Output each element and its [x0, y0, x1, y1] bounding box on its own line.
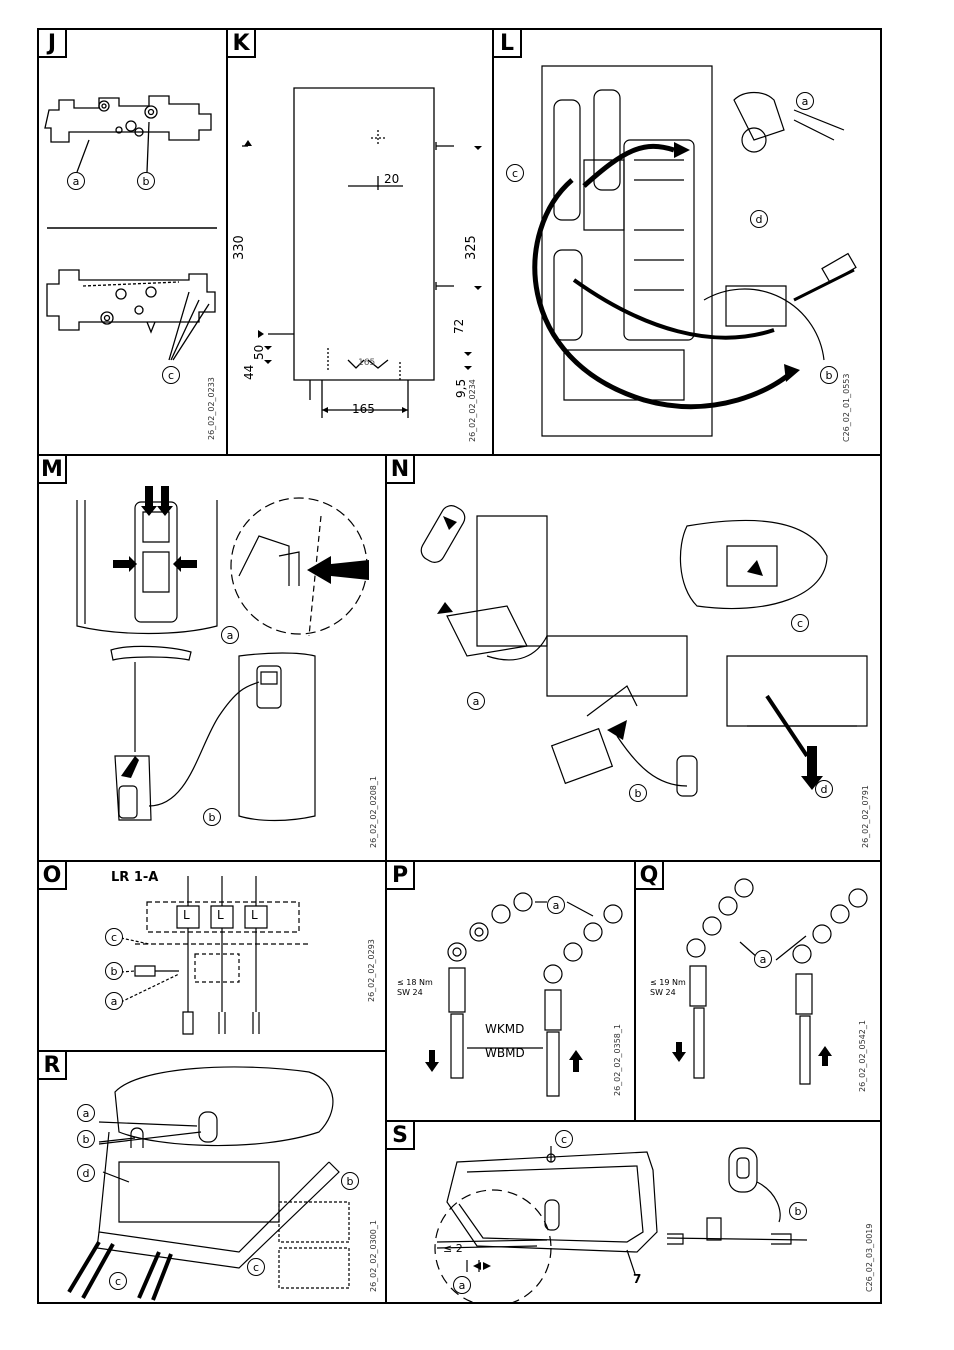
panel-m-callout-b: b [203, 808, 221, 826]
panel-j-callout-a: a [67, 172, 85, 190]
panel-r-callout-d: d [77, 1164, 95, 1182]
panel-m-callout-a: a [221, 626, 239, 644]
panel-q-callout-a: a [754, 950, 772, 968]
panel-o-figure-code: 26_02_02_0293 [367, 939, 376, 1002]
panel-n-callout-b: b [629, 784, 647, 802]
panel-k-dim-44: 44 [242, 364, 256, 380]
panel-l-callout-d: d [750, 210, 768, 228]
panel-l-callout-a: a [796, 92, 814, 110]
panel-o-title: LR 1-A [111, 870, 159, 885]
panel-l-figure-code: C26_02_01_0553 [842, 373, 851, 442]
panel-j: J a b c 26_02_02_0233 [37, 28, 228, 456]
panel-k-dim-165: 165 [352, 402, 375, 416]
panel-r-figure-code: 26_02_02_0300_1 [369, 1220, 378, 1292]
panel-r-callout-b: b [77, 1130, 95, 1148]
panel-n: N a b c [385, 454, 882, 862]
panel-l-label: L [494, 30, 522, 58]
panel-m-label: M [39, 456, 67, 484]
panel-k-drawing [228, 30, 482, 454]
panel-s-drawing [387, 1122, 880, 1302]
panel-n-label: N [387, 456, 415, 484]
panel-k-label: K [228, 30, 256, 58]
panel-o-terminal-1: L [183, 908, 190, 922]
panel-k-dim-9-5: 9,5 [454, 378, 468, 398]
panel-r-callout-a: a [77, 1104, 95, 1122]
panel-k-figure-code: 26_02_02_0234 [468, 379, 477, 442]
panel-l-callout-c: c [506, 164, 524, 182]
panel-s-callout-a: a [453, 1276, 471, 1294]
panel-s-number: 7 [633, 1272, 642, 1286]
panel-p: P ≤ 18 Nm SW 24 WKMD WBMD a 26_02_02_035… [385, 860, 636, 1122]
panel-l-drawing [494, 30, 880, 454]
panel-j-callout-c: c [162, 366, 180, 384]
panel-o-label: O [39, 862, 67, 890]
panel-s-dim: ≤ 2 [443, 1242, 463, 1255]
panel-p-callout-a: a [547, 896, 565, 914]
panel-p-figure-code: 26_02_02_0358_1 [613, 1024, 622, 1096]
panel-s-callout-b: b [789, 1202, 807, 1220]
panel-j-figure-code: 26_02_02_0233 [207, 377, 216, 440]
panel-q-label: Q [636, 862, 664, 890]
panel-o: O LR 1-A L L L c b a 26_02_0 [37, 860, 387, 1052]
panel-p-model-wkmd: WKMD [485, 1022, 525, 1036]
panel-j-callout-b: b [137, 172, 155, 190]
panel-m-figure-code: 26_02_02_0208_1 [369, 776, 378, 848]
panel-q-drawing [672, 862, 880, 1120]
panel-s-label: S [387, 1122, 415, 1150]
panel-p-model-wbmd: WBMD [485, 1046, 525, 1060]
panel-o-terminal-3: L [251, 908, 258, 922]
panel-n-figure-code: 26_02_02_0791 [861, 785, 870, 848]
panel-o-callout-b: b [105, 962, 123, 980]
panel-n-callout-a: a [467, 692, 485, 710]
panel-p-wrench: SW 24 [397, 988, 423, 997]
panel-r-callout-b-right: b [341, 1172, 359, 1190]
panel-k-dim-20: 20 [384, 172, 400, 186]
panel-r-callout-c: c [109, 1272, 127, 1290]
panel-s-callout-c: c [555, 1130, 573, 1148]
panel-o-callout-a: a [105, 992, 123, 1010]
panel-r-callout-c-right: c [247, 1258, 265, 1276]
panel-s-figure-code: C26_02_03_0019 [865, 1223, 874, 1292]
panel-m: M [37, 454, 387, 862]
panel-r-drawing [39, 1052, 385, 1302]
panel-p-torque: ≤ 18 Nm [397, 978, 433, 987]
panel-k-dim-165-inner: 165 [358, 358, 376, 368]
panel-k-dim-72: 72 [452, 318, 466, 334]
panel-o-terminal-2: L [217, 908, 224, 922]
panel-q: Q ≤ 19 Nm SW 24 a 26_02_02_0542_1 [634, 860, 882, 1122]
panel-p-drawing [425, 862, 634, 1120]
panel-n-drawing [387, 456, 880, 860]
panel-n-callout-d: d [815, 780, 833, 798]
panel-m-drawing [39, 486, 369, 860]
panel-r: R a b d c b c 26_02_02_0300_1 [37, 1050, 387, 1304]
panel-k: K [226, 28, 494, 456]
panel-p-label: P [387, 862, 415, 890]
panel-s: S c a b ≤ 2 7 C [385, 1120, 882, 1304]
panel-j-label: J [39, 30, 67, 58]
panel-j-drawing [39, 30, 226, 454]
panel-o-drawing [39, 862, 385, 1050]
panel-q-torque: ≤ 19 Nm [650, 978, 686, 987]
panel-k-dim-50: 50 [252, 344, 266, 360]
panel-l: L [492, 28, 882, 456]
panel-k-dim-325: 325 [464, 235, 479, 260]
panel-q-figure-code: 26_02_02_0542_1 [858, 1020, 867, 1092]
panel-q-wrench: SW 24 [650, 988, 676, 997]
panel-n-callout-c: c [791, 614, 809, 632]
panel-r-label: R [39, 1052, 67, 1080]
panel-l-callout-b: b [820, 366, 838, 384]
panel-o-callout-c: c [105, 928, 123, 946]
panel-k-dim-330: 330 [232, 235, 247, 260]
